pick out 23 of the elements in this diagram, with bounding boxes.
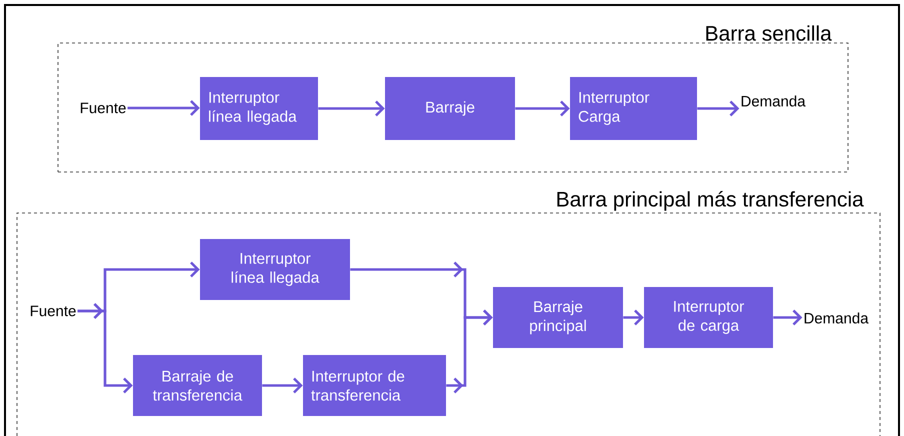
- process-box: Interruptor de transferencia: [303, 355, 446, 416]
- process-box: Barraje: [385, 77, 515, 140]
- terminal-label: Fuente: [30, 306, 76, 316]
- terminal-label: Demanda: [742, 96, 806, 106]
- process-box: Interruptor Carga: [570, 77, 697, 140]
- arrow: [262, 378, 303, 394]
- arrow: [78, 303, 133, 394]
- arrow: [318, 100, 385, 116]
- process-box: Interruptor de carga: [644, 287, 773, 348]
- terminal-label: Fuente: [80, 102, 126, 114]
- process-box: Barraje de transferencia: [133, 355, 262, 416]
- process-box: Interruptor línea llegada: [200, 239, 350, 300]
- node-label: Barra sencilla: [706, 25, 832, 41]
- arrow: [623, 310, 644, 326]
- arrow: [128, 100, 200, 116]
- arrow: [515, 100, 570, 116]
- arrow: [697, 100, 740, 116]
- terminal-label: Demanda: [804, 312, 869, 324]
- node-label: Barra principal más transferencia: [557, 190, 864, 211]
- process-box: Barraje principal: [493, 287, 623, 348]
- arrow: [773, 310, 802, 326]
- process-box: Interruptor línea llegada: [200, 77, 318, 140]
- arrow: [446, 310, 493, 394]
